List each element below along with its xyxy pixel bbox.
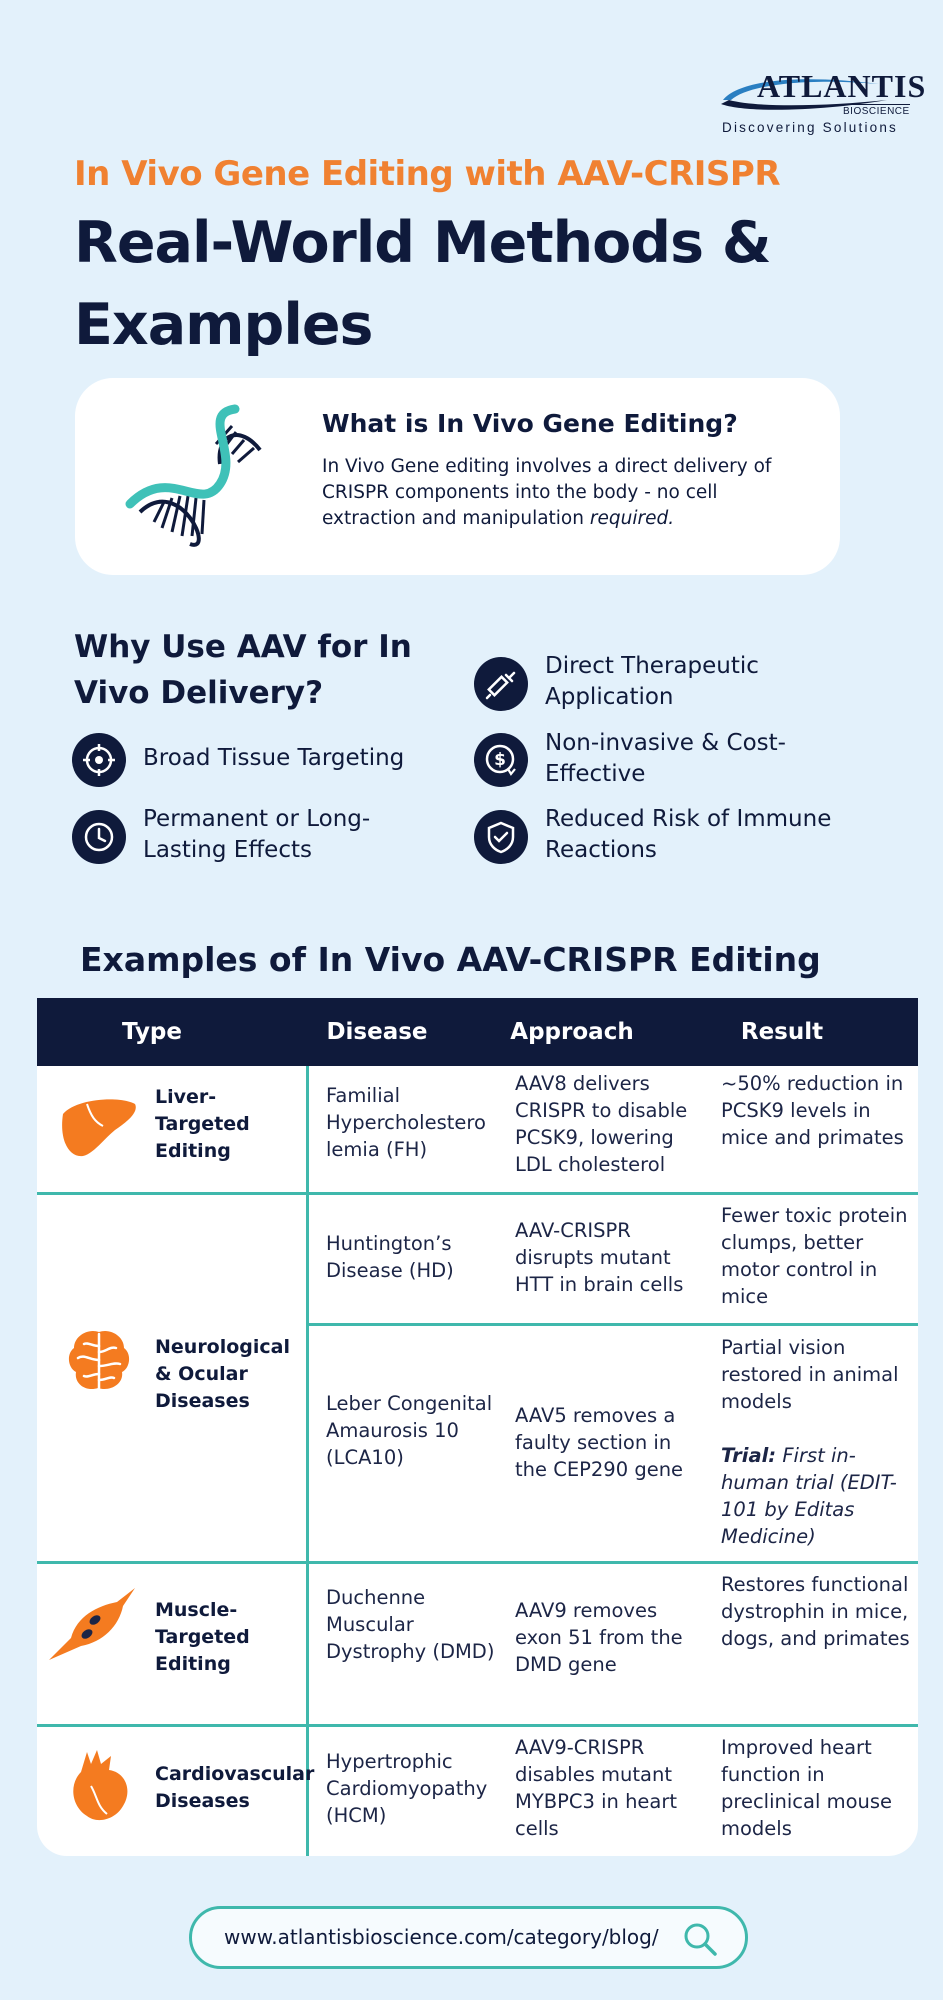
cell-approach: AAV9 removes exon 51 from the DMD gene <box>515 1599 683 1676</box>
column-header-disease: Disease <box>326 1019 428 1045</box>
company-logo: ATLANTIS BIOSCIENCE Discovering Solution… <box>715 48 925 144</box>
logo-sub: BIOSCIENCE <box>843 104 910 117</box>
logo-brand: ATLANTIS <box>757 68 927 104</box>
column-divider <box>306 1066 309 1856</box>
intro-text-body: In Vivo Gene editing involves a direct d… <box>322 456 772 529</box>
cell-approach: AAV9-CRISPR disables mutant MYBPC3 in he… <box>515 1736 678 1840</box>
cell-result: Improved heart function in preclinical m… <box>721 1736 893 1840</box>
search-icon[interactable] <box>682 1921 718 1957</box>
trial-text: First in-human trial (EDIT-101 by Editas… <box>721 1444 897 1548</box>
feature-reduced-immune: Reduced Risk of Immune Reactions <box>545 806 832 863</box>
cell-result: Restores functional dystrophin in mice, … <box>721 1573 910 1650</box>
column-header-approach: Approach <box>510 1019 634 1045</box>
row-type-neuro: Neurological & Ocular Diseases <box>155 1336 291 1412</box>
heart-icon <box>73 1750 128 1821</box>
intro-text: In Vivo Gene editing involves a direct d… <box>322 454 817 532</box>
cell-disease: Familial Hypercholestero lemia (FH) <box>326 1084 486 1161</box>
row-type-cardio: Cardiovascular Diseases <box>155 1763 315 1812</box>
row-type-muscle: Muscle-Targeted Editing <box>155 1599 250 1675</box>
syringe-icon <box>474 657 528 711</box>
examples-table: Type Disease Approach Result Liver-Targe… <box>37 998 918 1856</box>
target-icon <box>72 733 126 787</box>
cell-result: ~50% reduction in PCSK9 levels in mice a… <box>721 1072 904 1149</box>
muscle-icon <box>49 1588 135 1660</box>
cell-approach: AAV-CRISPR disrupts mutant HTT in brain … <box>515 1219 684 1296</box>
liver-icon <box>62 1099 136 1157</box>
row-divider <box>309 1323 918 1326</box>
row-type-liver: Liver-Targeted Editing <box>155 1086 250 1162</box>
intro-heading: What is In Vivo Gene Editing? <box>322 409 738 438</box>
cell-result: Fewer toxic protein clumps, better motor… <box>721 1204 908 1308</box>
brain-icon <box>68 1330 130 1390</box>
cell-disease: Duchenne Muscular Dystrophy (DMD) <box>326 1586 495 1663</box>
table-header: Type Disease Approach Result <box>37 998 918 1066</box>
logo-tagline: Discovering Solutions <box>722 120 899 135</box>
cell-trial-note: Trial: First in-human trial (EDIT-101 by… <box>721 1442 911 1550</box>
row-divider <box>37 1192 918 1195</box>
feature-long-lasting: Permanent or Long-Lasting Effects <box>143 806 371 863</box>
cell-disease: Hypertrophic Cardiomyopathy (HCM) <box>326 1750 488 1827</box>
intro-card <box>75 378 840 575</box>
why-heading: Why Use AAV for In Vivo Delivery? <box>74 629 412 711</box>
blog-link[interactable]: www.atlantisbioscience.com/category/blog… <box>189 1906 748 1969</box>
clock-icon <box>72 810 126 864</box>
blog-url[interactable]: www.atlantisbioscience.com/category/blog… <box>224 1925 659 1949</box>
feature-direct-therapeutic: Direct Therapeutic Application <box>545 653 759 710</box>
logo-swoosh-icon <box>721 79 887 110</box>
dollar-icon: $ <box>474 733 528 787</box>
page-title: Real-World Methods & Examples <box>74 210 772 358</box>
cell-approach: AAV8 delivers CRISPR to disable PCSK9, l… <box>515 1072 688 1176</box>
cell-disease: Leber Congenital Amaurosis 10 (LCA10) <box>326 1392 493 1469</box>
page-subtitle: In Vivo Gene Editing with AAV-CRISPR <box>74 154 781 194</box>
feature-non-invasive: Non-invasive & Cost-Effective <box>545 730 786 787</box>
dna-icon <box>125 404 262 547</box>
row-divider <box>37 1561 918 1564</box>
feature-broad-tissue: Broad Tissue Targeting <box>143 745 405 771</box>
cell-disease: Huntington’s Disease (HD) <box>326 1232 454 1282</box>
intro-text-emphasis: required. <box>589 508 675 529</box>
column-header-type: Type <box>121 1019 182 1045</box>
shield-check-icon <box>474 810 528 864</box>
column-header-result: Result <box>740 1019 824 1045</box>
cell-result: Partial vision restored in animal models <box>721 1336 899 1413</box>
trial-label: Trial: <box>721 1444 777 1467</box>
row-divider <box>37 1724 918 1727</box>
examples-heading: Examples of In Vivo AAV-CRISPR Editing <box>80 940 821 979</box>
svg-text:$: $ <box>494 750 506 770</box>
cell-approach: AAV5 removes a faulty section in the CEP… <box>515 1404 684 1481</box>
